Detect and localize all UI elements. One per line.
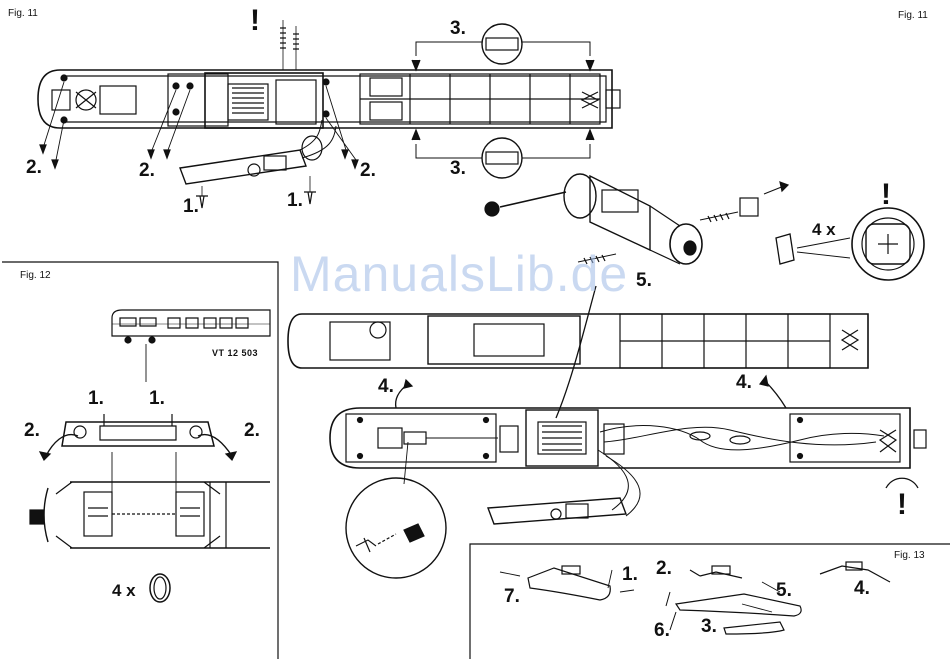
fig13-label: Fig. 13 <box>894 550 925 561</box>
fig11-step-4a: 4. <box>378 376 394 398</box>
fig13-step-2: 2. <box>656 558 672 580</box>
fig12-step-1b: 1. <box>149 388 165 410</box>
fig11-step-2c: 2. <box>360 160 376 182</box>
fig11-label-right: Fig. 11 <box>898 10 928 21</box>
fig11-step-1a: 1. <box>183 196 199 218</box>
fig13-drawing <box>470 544 950 659</box>
fig11-step-5: 5. <box>636 270 652 292</box>
fig11-step-2a: 2. <box>26 157 42 179</box>
watermark: ManualsLib.de <box>290 245 628 303</box>
fig12-ring-count: 4 x <box>112 581 136 601</box>
fig11-label-left: Fig. 11 <box>8 8 38 19</box>
fig11-step-1b: 1. <box>287 190 303 212</box>
fig12-model-label: VT 12 503 <box>212 348 258 358</box>
fig13-step-4: 4. <box>854 578 870 600</box>
fig11-chassis-top <box>38 20 620 208</box>
fig13-step-3: 3. <box>701 616 717 638</box>
fig11-brush-count: 4 x <box>812 220 836 240</box>
fig11-step-3b: 3. <box>450 158 466 180</box>
fig13-step-6: 6. <box>654 620 670 642</box>
fig11-step-4b: 4. <box>736 372 752 394</box>
warning-mark-brush: ! <box>881 178 891 212</box>
fig11-step-2b: 2. <box>139 160 155 182</box>
fig13-step-7: 7. <box>504 586 520 608</box>
warning-mark-top: ! <box>250 4 260 38</box>
fig12-step-2a: 2. <box>24 420 40 442</box>
warning-mark-bottom: ! <box>897 488 907 522</box>
fig13-step-5: 5. <box>776 580 792 602</box>
fig12-step-1a: 1. <box>88 388 104 410</box>
fig11-step-3a: 3. <box>450 18 466 40</box>
fig12-drawing <box>0 262 280 659</box>
fig13-step-1: 1. <box>622 564 638 586</box>
fig11-chassis-lower <box>288 314 926 578</box>
fig12-label: Fig. 12 <box>20 270 51 281</box>
fig12-step-2b: 2. <box>244 420 260 442</box>
